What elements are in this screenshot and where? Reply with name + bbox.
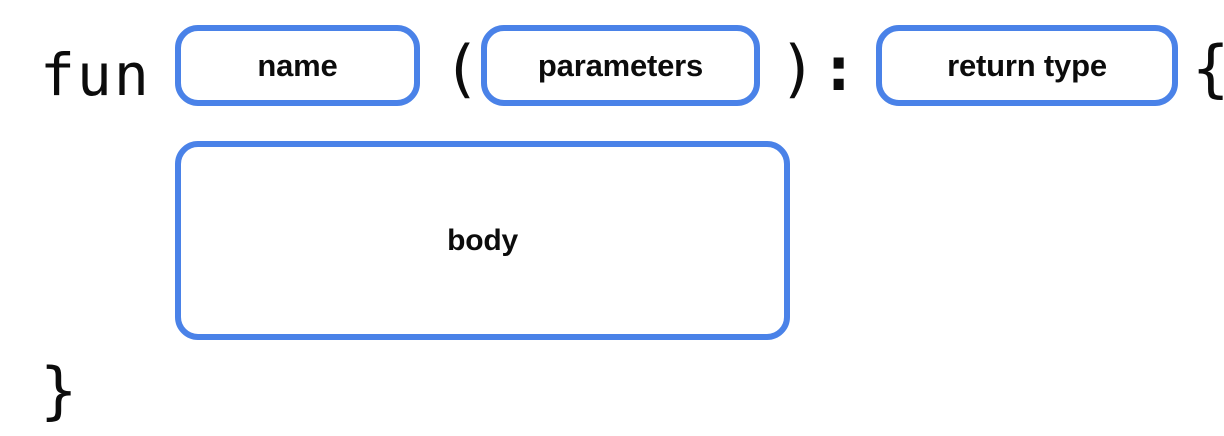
close-brace-token: }	[40, 354, 78, 427]
keyword-fun: fun	[40, 41, 151, 109]
slot-return-type[interactable]: return type	[876, 25, 1178, 106]
slot-parameters[interactable]: parameters	[481, 25, 760, 106]
slot-name[interactable]: name	[175, 25, 420, 106]
slot-body-label: body	[447, 223, 518, 257]
slot-body[interactable]: body	[175, 141, 790, 340]
colon-token: :	[820, 32, 858, 105]
close-paren-token: )	[779, 32, 817, 105]
slot-name-label: name	[257, 47, 338, 83]
open-paren-token: (	[443, 32, 481, 105]
slot-return-type-label: return type	[947, 47, 1107, 83]
slot-parameters-label: parameters	[537, 47, 704, 83]
open-brace-token: {	[1192, 38, 1224, 100]
